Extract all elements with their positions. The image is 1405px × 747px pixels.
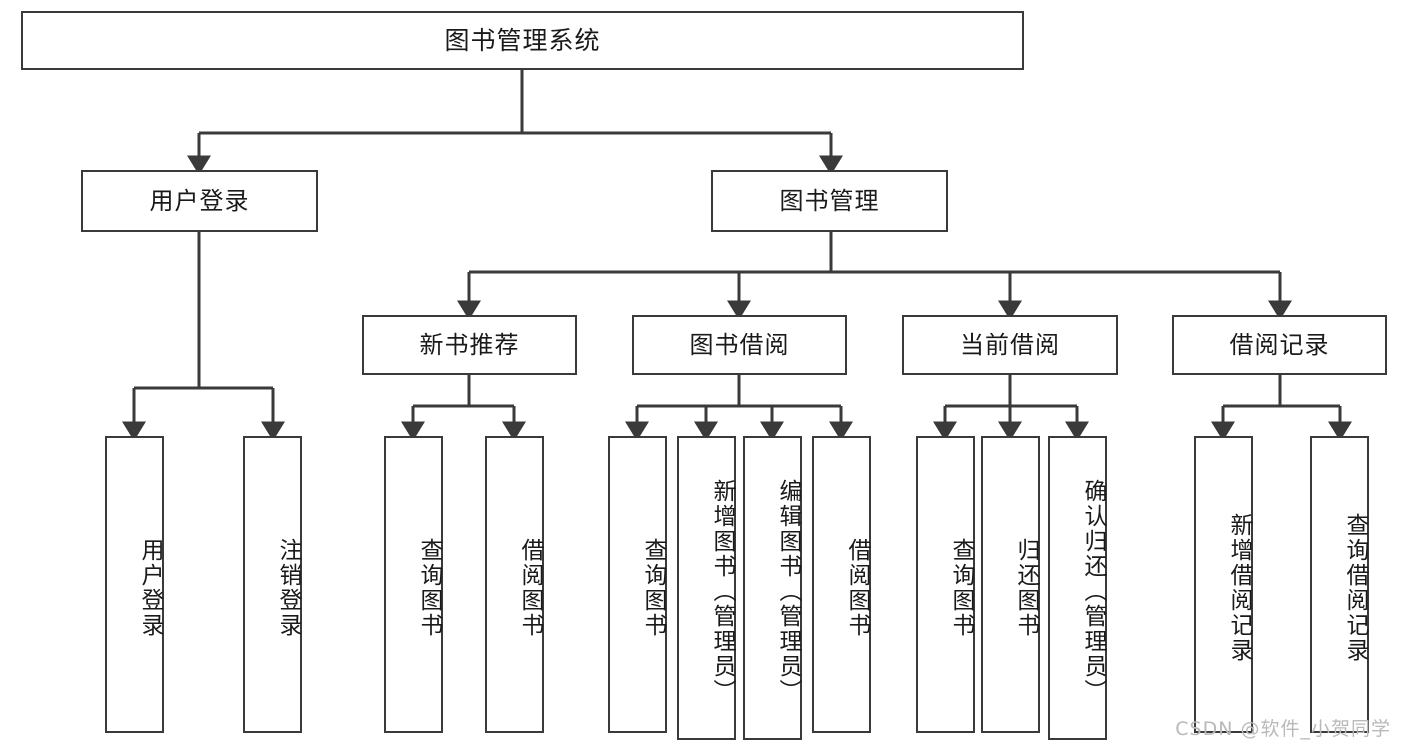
node-leaf-return-book[interactable]: 归还图书 xyxy=(981,436,1040,733)
node-leaf-confirm-return[interactable]: 确认归还（管理员） xyxy=(1048,436,1107,740)
node-leaf-query-book-2[interactable]: 查询图书 xyxy=(608,436,667,733)
node-current-borrow[interactable]: 当前借阅 xyxy=(902,315,1118,375)
node-book-borrow[interactable]: 图书借阅 xyxy=(632,315,847,375)
node-root[interactable]: 图书管理系统 xyxy=(21,11,1024,70)
node-leaf-user-login[interactable]: 用户登录 xyxy=(105,436,164,733)
node-leaf-query-book-1[interactable]: 查询图书 xyxy=(384,436,443,733)
node-leaf-borrow-book-2[interactable]: 借阅图书 xyxy=(812,436,871,733)
node-leaf-query-record[interactable]: 查询借阅记录 xyxy=(1310,436,1369,733)
node-book-manage[interactable]: 图书管理 xyxy=(711,170,948,232)
node-new-book-recommend[interactable]: 新书推荐 xyxy=(362,315,577,375)
node-leaf-edit-book[interactable]: 编辑图书（管理员） xyxy=(743,436,802,740)
node-user-login[interactable]: 用户登录 xyxy=(81,170,318,232)
node-leaf-query-book-3[interactable]: 查询图书 xyxy=(916,436,975,733)
csdn-watermark: CSDN @软件_小贺同学 xyxy=(1175,718,1391,740)
node-leaf-add-book[interactable]: 新增图书（管理员） xyxy=(677,436,736,740)
node-borrow-record[interactable]: 借阅记录 xyxy=(1172,315,1387,375)
node-leaf-logout[interactable]: 注销登录 xyxy=(243,436,302,733)
node-leaf-borrow-book-1[interactable]: 借阅图书 xyxy=(485,436,544,733)
node-leaf-add-record[interactable]: 新增借阅记录 xyxy=(1194,436,1253,733)
